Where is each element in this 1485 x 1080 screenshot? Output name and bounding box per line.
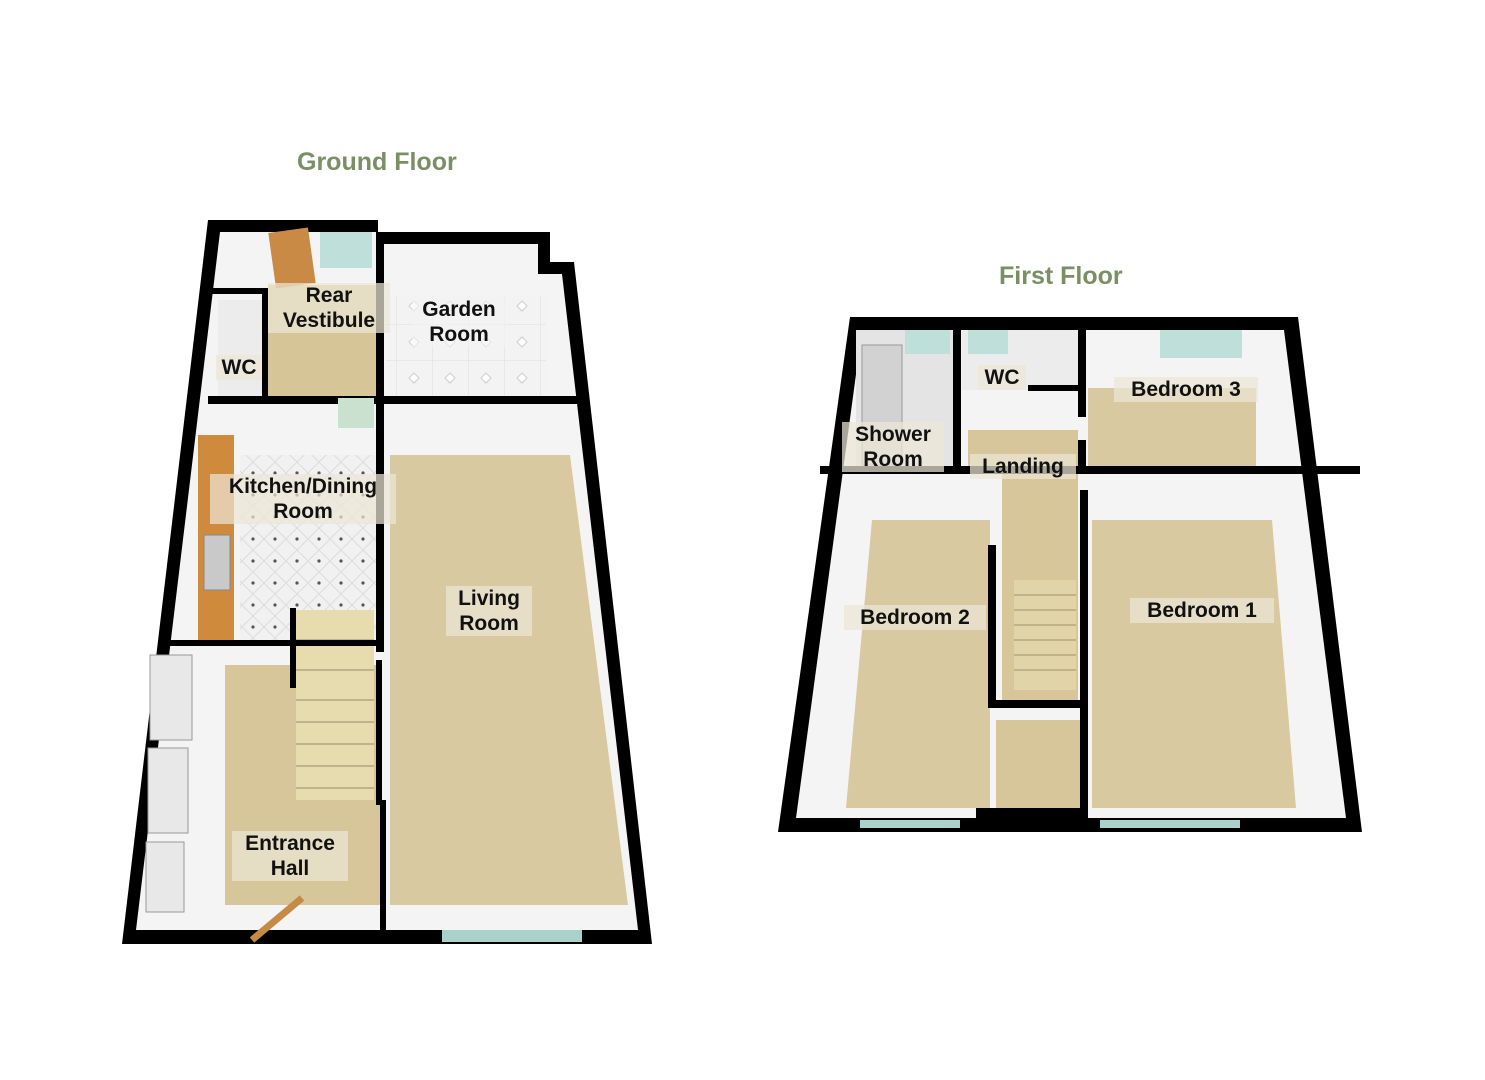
bedroom-2-floor — [846, 520, 990, 808]
first-floor-plan — [778, 317, 1362, 832]
room-label-first-floor-wc: WC — [978, 365, 1026, 390]
room-label-kitchen-dining: Kitchen/Dining Room — [210, 474, 396, 524]
room-label-entrance-hall: Entrance Hall — [232, 831, 348, 881]
room-label-living-room: Living Room — [446, 586, 532, 636]
ground-floor-plan — [122, 220, 652, 944]
ground-stairs — [296, 610, 374, 800]
room-label-wc: WC — [216, 355, 262, 380]
room-label-shower-room: Shower Room — [842, 422, 944, 472]
wc-floor — [218, 300, 262, 400]
room-label-garden-room: Garden Room — [412, 297, 506, 347]
living-room-floor — [390, 455, 628, 905]
room-label-bedroom-1: Bedroom 1 — [1130, 598, 1274, 623]
room-label-rear-vestibule: Rear Vestibule — [268, 283, 390, 333]
room-label-bedroom-3: Bedroom 3 — [1114, 377, 1258, 402]
room-label-bedroom-2: Bedroom 2 — [844, 605, 986, 630]
bedroom-1-floor — [1092, 520, 1296, 808]
room-label-landing: Landing — [970, 454, 1076, 479]
first-floor-title: First Floor — [999, 262, 1123, 290]
first-floor-stairs — [1014, 580, 1076, 690]
kitchen-sink — [203, 534, 231, 591]
ground-floor-title: Ground Floor — [297, 148, 457, 176]
